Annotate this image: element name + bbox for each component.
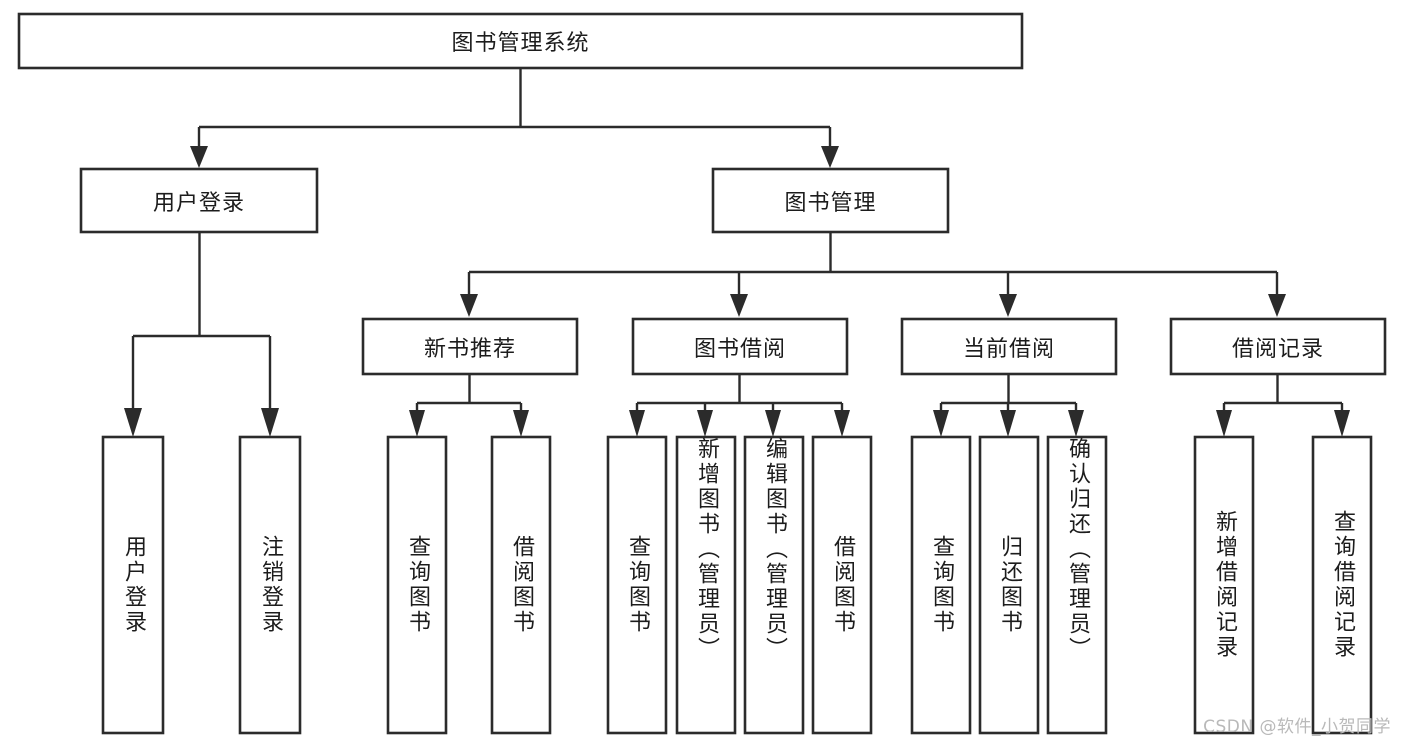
node-leaf-return-book-box[interactable] [978,435,1040,735]
node-borrow-record-box[interactable] [1169,317,1387,376]
node-leaf-user-login-box[interactable] [101,435,165,735]
arrowhead-current-borrow [999,294,1017,317]
arrowhead-borrow-record [1268,294,1286,317]
node-book-borrow-box[interactable] [631,317,849,376]
arrowhead-book-borrow [730,294,748,317]
arrowhead-new-book-recommend [460,294,478,317]
arrowhead-book-manage [821,146,839,168]
arrowhead-leaf-logout-login [261,408,279,437]
arrowhead-leaf-add-book [697,410,713,437]
node-root-box[interactable] [17,12,1024,70]
arrowhead-leaf-add-record [1216,410,1232,437]
arrowhead-leaf-query-book-3 [933,410,949,437]
node-new-book-recommend-box[interactable] [361,317,579,376]
arrowhead-leaf-user-login [124,408,142,437]
node-leaf-edit-book-box[interactable] [743,435,805,735]
node-leaf-add-record-box[interactable] [1193,435,1255,735]
node-leaf-query-book-3-box[interactable] [910,435,972,735]
node-leaf-logout-login-box[interactable] [238,435,302,735]
node-current-borrow-box[interactable] [900,317,1118,376]
arrowhead-leaf-return-book [1000,410,1016,437]
arrowhead-user-login [190,146,208,168]
arrowhead-leaf-edit-book [765,410,781,437]
node-leaf-add-book-box[interactable] [675,435,737,735]
node-boxes [17,12,1387,735]
node-leaf-borrow-book-1-box[interactable] [490,435,552,735]
arrowhead-leaf-query-book-2 [629,410,645,437]
arrowhead-leaf-confirm-return [1068,410,1084,437]
node-book-manage-box[interactable] [711,167,950,234]
node-leaf-confirm-return-box[interactable] [1046,435,1108,735]
node-leaf-query-book-1-box[interactable] [386,435,448,735]
node-leaf-query-book-2-box[interactable] [606,435,668,735]
arrowhead-leaf-borrow-book-2 [834,410,850,437]
arrow-heads [124,146,1350,437]
arrowhead-leaf-borrow-book-1 [513,410,529,437]
arrowhead-leaf-query-record [1334,410,1350,437]
node-leaf-borrow-book-2-box[interactable] [811,435,873,735]
node-user-login-box[interactable] [79,167,319,234]
arrowhead-leaf-query-book-1 [409,410,425,437]
node-leaf-query-record-box[interactable] [1311,435,1373,735]
